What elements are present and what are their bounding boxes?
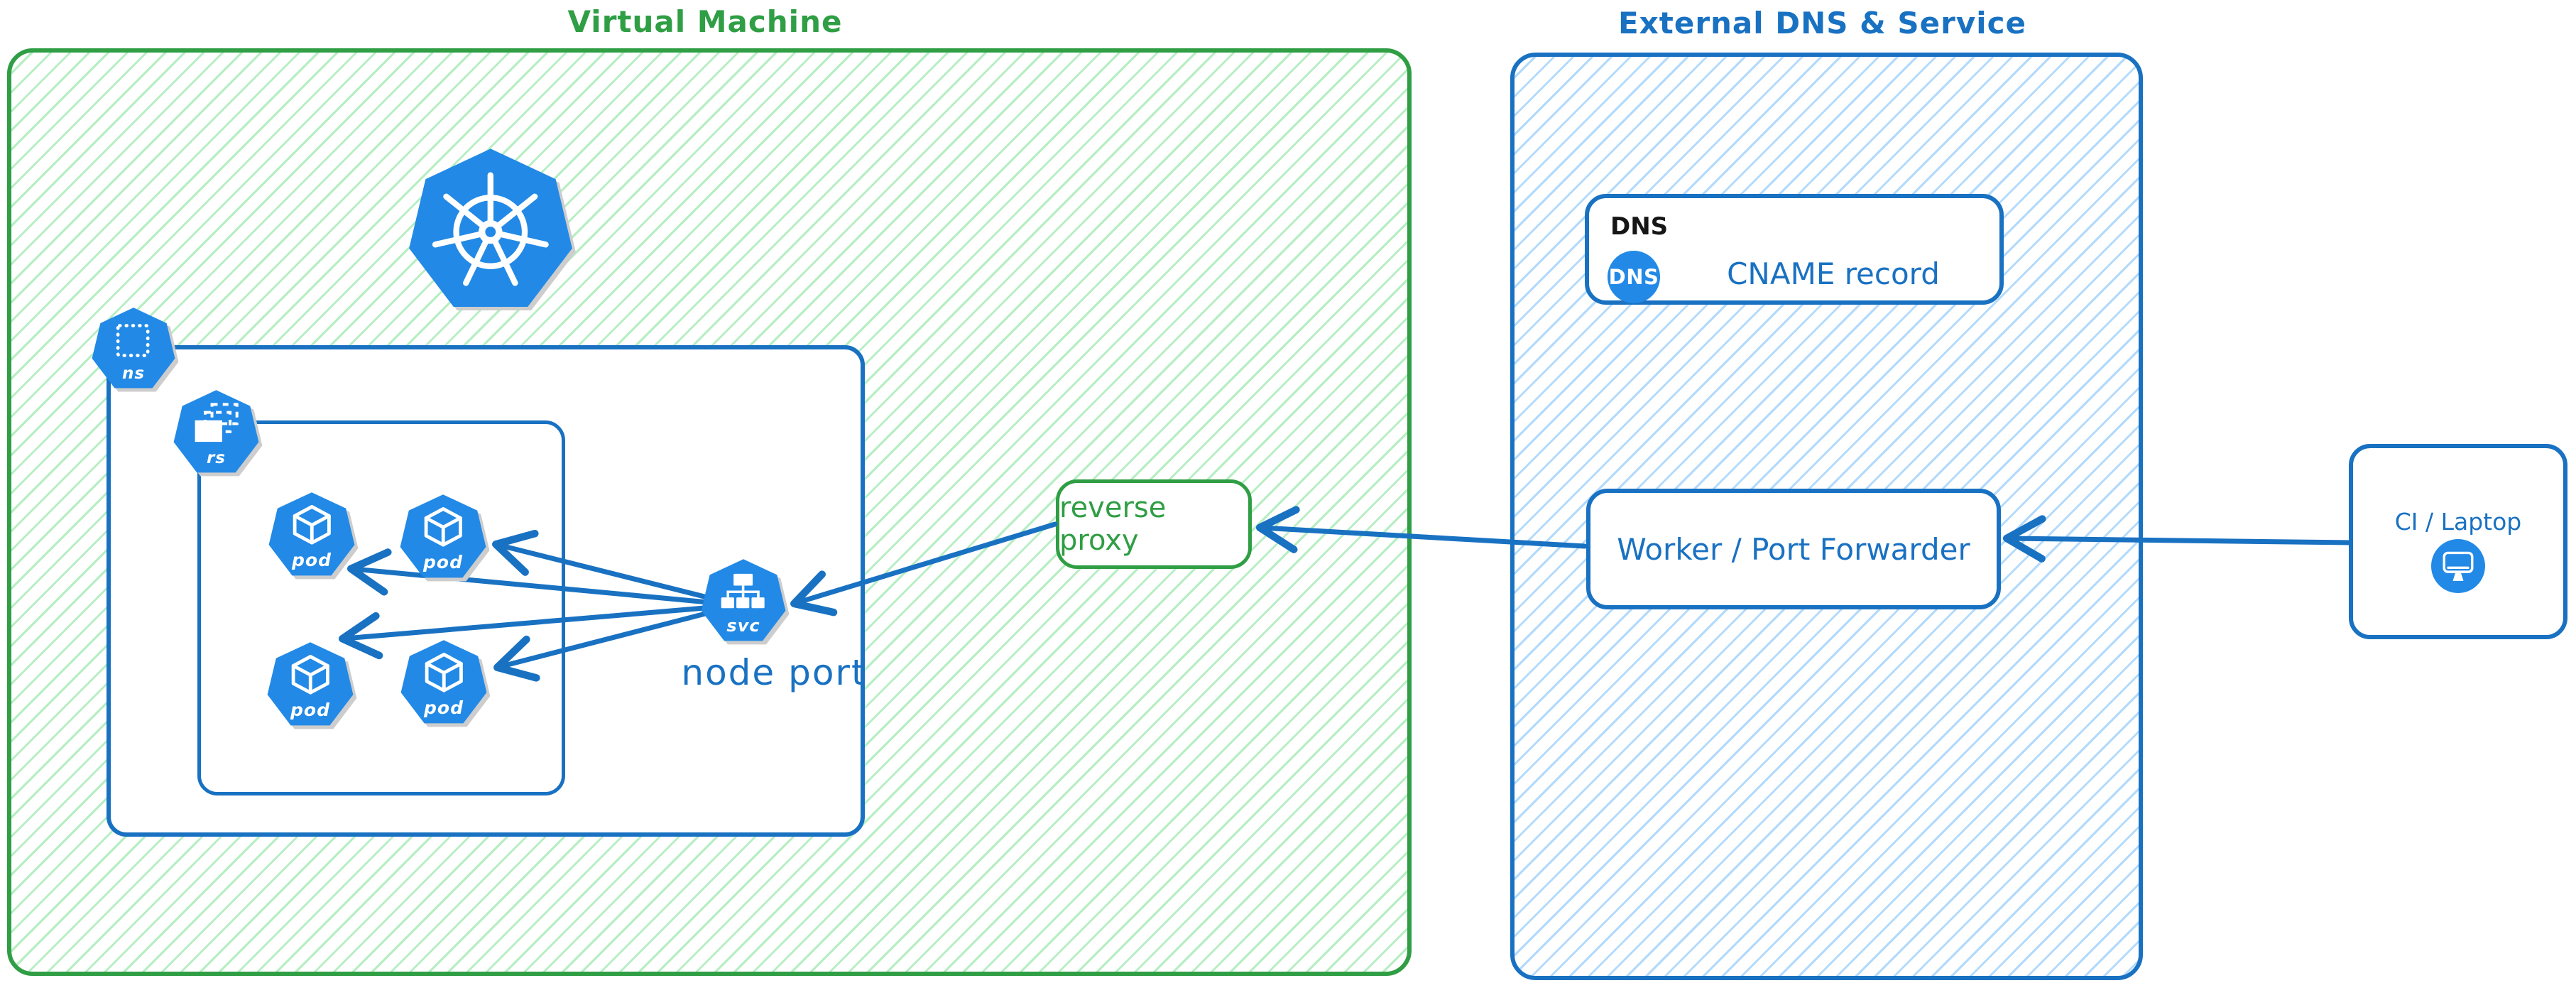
- pod-badge: pod: [292, 550, 332, 571]
- reverse-proxy-box: reverse proxy: [1056, 479, 1252, 569]
- ci-laptop-box: CI / Laptop: [2349, 444, 2567, 639]
- reverse-proxy-label: reverse proxy: [1059, 492, 1167, 557]
- external-dns-title: External DNS & Service: [1617, 6, 2027, 40]
- dns-card: DNS DNS CNAME record: [1585, 194, 2004, 305]
- virtual-machine-title: Virtual Machine: [567, 4, 843, 39]
- pod-badge: pod: [290, 700, 330, 721]
- pod-icon: pod: [400, 494, 486, 580]
- pod-icon: pod: [400, 639, 487, 726]
- namespace-icon: ns: [92, 307, 175, 391]
- pod-badge: pod: [424, 697, 464, 719]
- service-badge: svc: [726, 616, 760, 636]
- cname-record-label: CNAME record: [1727, 256, 1940, 291]
- laptop-monitor-icon: [2431, 539, 2485, 593]
- pod-icon: pod: [267, 641, 354, 728]
- dns-tag: DNS: [1610, 212, 1669, 241]
- pod-icon: pod: [268, 492, 355, 578]
- node-port-caption: node port: [681, 652, 867, 693]
- replicaset-icon: rs: [173, 389, 259, 475]
- service-icon: svc: [701, 558, 786, 643]
- ci-laptop-label: CI / Laptop: [2394, 508, 2522, 536]
- replicaset-box: [197, 420, 565, 795]
- pod-badge: pod: [423, 552, 463, 573]
- worker-port-forwarder-label: Worker / Port Forwarder: [1617, 531, 1970, 567]
- dns-icon: DNS: [1608, 251, 1660, 303]
- namespace-badge: ns: [121, 364, 146, 384]
- worker-port-forwarder-box: Worker / Port Forwarder: [1586, 489, 2001, 609]
- kubernetes-logo-icon: [408, 147, 573, 312]
- replicaset-badge: rs: [206, 449, 227, 468]
